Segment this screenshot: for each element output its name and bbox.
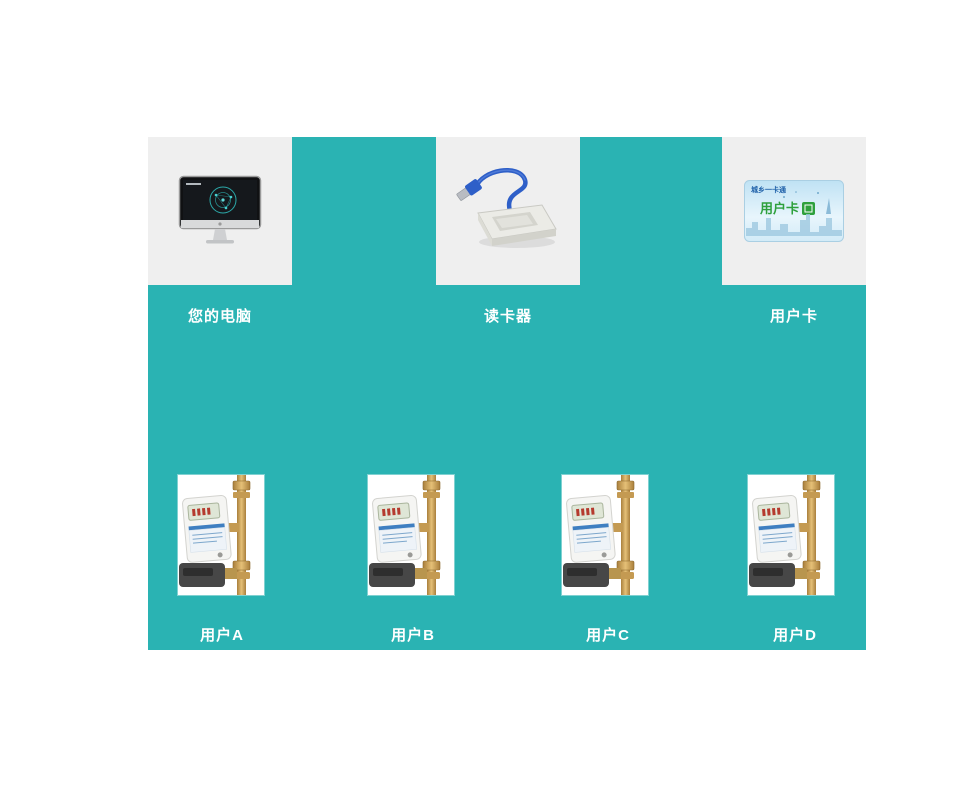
user-card-photo-card: 城乡一卡通 用户卡: [722, 137, 866, 285]
water-meter-image: [562, 475, 648, 595]
user-b-label: 用户B: [391, 627, 435, 644]
water-meter-image: [368, 475, 454, 595]
water-meter-image: [748, 475, 834, 595]
computer-photo-card: [148, 137, 292, 285]
water-meter-image: [178, 475, 264, 595]
water-meter-photo-user-b: [368, 475, 454, 595]
water-meter-photo-user-a: [178, 475, 264, 595]
user-card-label: 用户卡: [769, 308, 818, 325]
computer-label: 您的电脑: [187, 308, 252, 325]
user-a-label: 用户A: [200, 627, 244, 644]
user-d-label: 用户D: [773, 627, 817, 644]
water-meter-photo-user-d: [748, 475, 834, 595]
water-meter-photo-user-c: [562, 475, 648, 595]
card-reader-photo-card: [436, 137, 580, 285]
card-green-badge: [802, 202, 815, 215]
card-reader-label: 读卡器: [483, 308, 532, 325]
card-title-text: 用户卡: [759, 201, 799, 216]
diagram-panel: 城乡一卡通 用户卡 您的电脑 读卡器 用户卡: [148, 137, 866, 650]
user-ic-card-image: 城乡一卡通 用户卡: [744, 180, 844, 242]
ic-card-reader-image: [456, 168, 557, 248]
desktop-computer-image: [178, 175, 262, 244]
user-c-label: 用户C: [586, 627, 630, 644]
card-brand-text: 城乡一卡通: [751, 185, 787, 194]
